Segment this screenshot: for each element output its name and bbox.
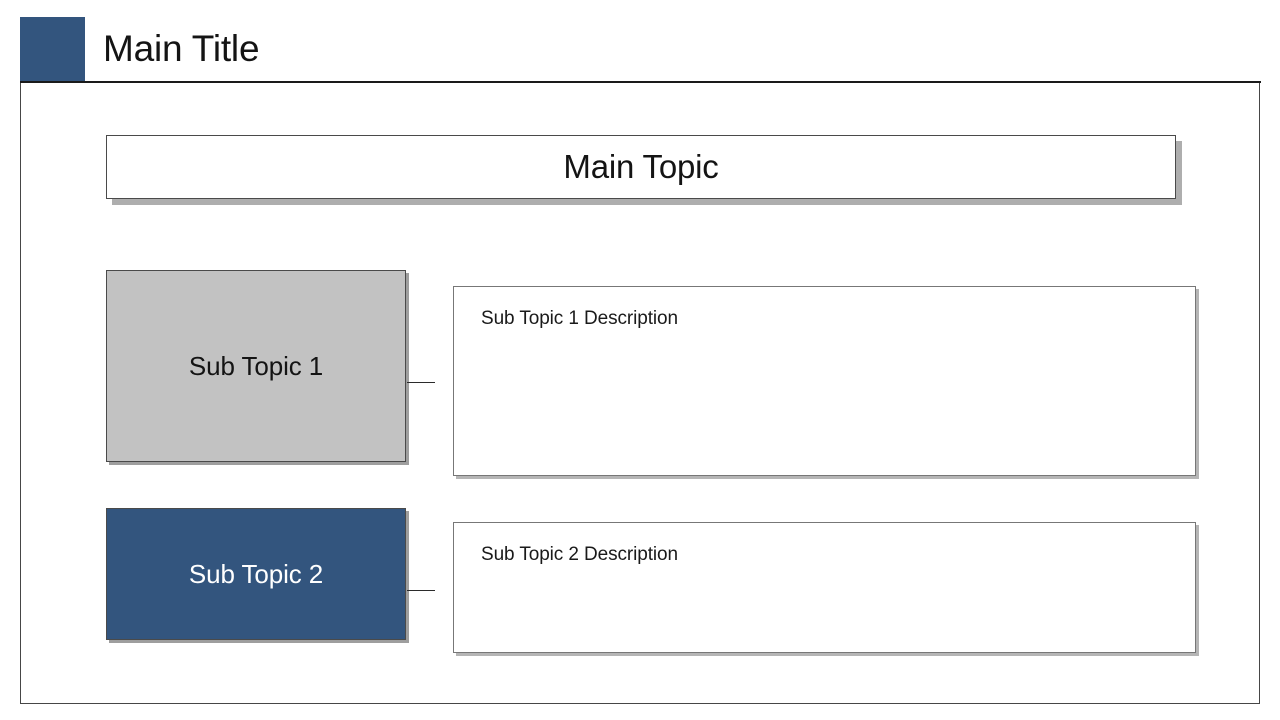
connector-line-2 (407, 590, 435, 591)
description-box-1[interactable]: Sub Topic 1 Description (453, 286, 1196, 476)
connector-line-1 (407, 382, 435, 383)
sub-topic-node-1[interactable]: Sub Topic 1 (106, 270, 406, 462)
main-topic-box[interactable]: Main Topic (106, 135, 1176, 199)
description-text-1: Sub Topic 1 Description (481, 308, 678, 329)
slide-title-bar: Main Title (20, 17, 1261, 83)
sub-topic-label-2: Sub Topic 2 (188, 558, 324, 589)
main-topic-group: Main Topic (106, 135, 1182, 205)
title-accent-block (20, 17, 85, 81)
sub-topic-label-1: Sub Topic 1 (188, 350, 324, 381)
main-topic-label: Main Topic (563, 148, 719, 185)
slide-canvas: Main Title Main Topic Sub Topic 1 Sub To… (20, 17, 1261, 704)
sub-topic-node-2[interactable]: Sub Topic 2 (106, 508, 406, 640)
description-box-2[interactable]: Sub Topic 2 Description (453, 522, 1196, 653)
description-text-2: Sub Topic 2 Description (481, 544, 678, 565)
page-title: Main Title (103, 28, 260, 69)
